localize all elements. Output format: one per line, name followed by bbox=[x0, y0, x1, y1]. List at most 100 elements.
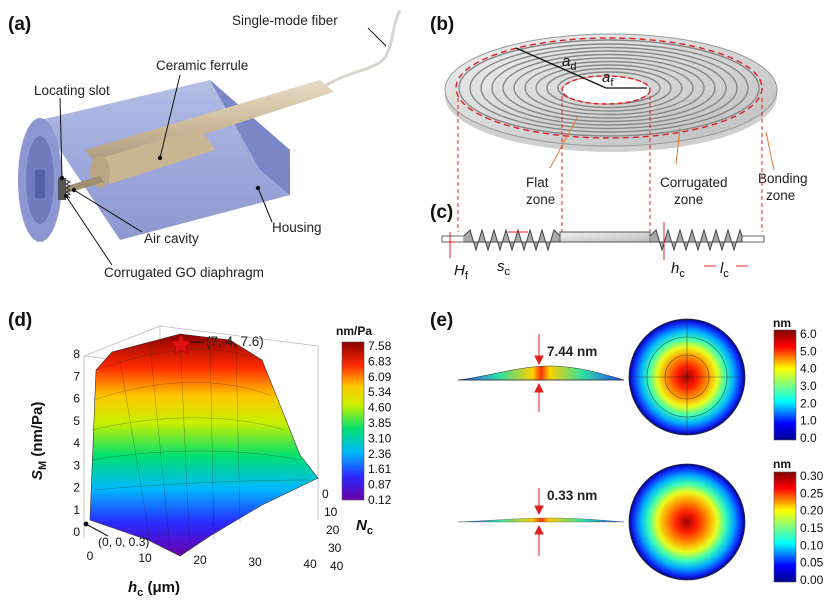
panel-d: (d) (7, 4, 7.6) bbox=[8, 310, 392, 599]
x-tick-label: 40 bbox=[303, 557, 317, 571]
surface bbox=[89, 333, 319, 557]
colorbar-bottom-unit: nm bbox=[773, 457, 791, 471]
z-tick-label: 3 bbox=[73, 458, 80, 472]
ad-label: ad bbox=[562, 53, 576, 73]
top-arrows bbox=[534, 334, 544, 412]
corrugation-right bbox=[649, 228, 743, 252]
colorbar-d bbox=[341, 341, 365, 501]
z-tick-label: 4 bbox=[73, 436, 80, 450]
bond-left bbox=[441, 235, 465, 243]
callout-housing: Housing bbox=[272, 220, 322, 235]
z-tick-label: 6 bbox=[73, 392, 80, 406]
colorbar-bottom-tick: 0.15 bbox=[800, 521, 824, 535]
Hf-label: Hf bbox=[454, 262, 469, 282]
colorbar-d-tick: 7.58 bbox=[368, 339, 392, 353]
bond-right bbox=[741, 235, 765, 243]
colorbar-unit: nm/Pa bbox=[336, 324, 372, 338]
hc-label: hc bbox=[671, 260, 685, 280]
callout-ferrule: Ceramic ferrule bbox=[156, 58, 248, 73]
colorbar-top-ticks: 6.0 5.0 4.0 3.0 2.0 1.0 0.0 bbox=[800, 327, 817, 445]
colorbar-d-tick: 3.85 bbox=[368, 416, 392, 430]
x-tick-label: 30 bbox=[248, 555, 262, 569]
zone-bond-2: zone bbox=[766, 188, 795, 203]
ad-radius-line bbox=[515, 47, 607, 89]
y-axis-label: Nc bbox=[356, 517, 373, 537]
colorbar-d-tick: 1.61 bbox=[368, 462, 392, 476]
bottom-arrows bbox=[534, 488, 544, 556]
z-axis-label: SM (nm/Pa) bbox=[29, 402, 49, 480]
colorbar-top-tick: 5.0 bbox=[800, 344, 817, 358]
deform-profile-top bbox=[457, 365, 625, 381]
colorbar-bottom-tick: 0.25 bbox=[800, 486, 824, 500]
zone-flat-2: zone bbox=[526, 192, 555, 207]
zone-corr-1: Corrugated bbox=[660, 175, 728, 190]
af-dashed-circle bbox=[561, 75, 651, 105]
z-tick-label: 0 bbox=[73, 525, 80, 539]
colorbar-bottom bbox=[773, 471, 797, 583]
panel-a-label: (a) bbox=[8, 14, 31, 35]
z-tick-label: 2 bbox=[73, 481, 80, 495]
panel-c-label: (c) bbox=[430, 202, 453, 223]
colorbar-top-tick: 0.0 bbox=[800, 431, 817, 445]
colorbar-bottom-tick: 0.10 bbox=[800, 538, 824, 552]
colorbar-d-tick: 0.12 bbox=[368, 493, 392, 507]
callout-cavity: Air cavity bbox=[144, 231, 199, 246]
colorbar-bottom-tick: 0.05 bbox=[800, 556, 824, 570]
zone-bond-1: Bonding bbox=[758, 171, 808, 186]
deform-profile-bottom bbox=[457, 517, 625, 523]
colorbar-top-tick: 4.0 bbox=[800, 362, 817, 376]
colorbar-d-tick: 3.10 bbox=[368, 431, 392, 445]
bottom-value: 0.33 nm bbox=[547, 488, 597, 503]
peak-annotation: (7, 4, 7.6) bbox=[206, 334, 264, 349]
panel-a: (a) bbox=[8, 9, 402, 280]
z-tick-label: 1 bbox=[73, 503, 80, 517]
colorbar-d-tick: 4.60 bbox=[368, 401, 392, 415]
peak-star bbox=[169, 333, 193, 355]
sc-label: sc bbox=[497, 258, 511, 278]
y-tick-label: 0 bbox=[322, 487, 329, 501]
colorbar-top-tick: 6.0 bbox=[800, 327, 817, 341]
fiber-shape bbox=[324, 9, 402, 88]
colorbar-bottom-tick: 0.20 bbox=[800, 504, 824, 518]
colorbar-top-tick: 3.0 bbox=[800, 379, 817, 393]
colorbar-d-tick: 6.83 bbox=[368, 354, 392, 368]
z-tick-label: 8 bbox=[73, 347, 80, 361]
diaphragm-shape bbox=[58, 178, 72, 200]
af-label: af bbox=[602, 69, 614, 89]
x-tick-label: 10 bbox=[138, 551, 152, 565]
corrugation-rings bbox=[458, 39, 760, 137]
colorbar-bottom-tick: 0.30 bbox=[800, 469, 824, 483]
corrugation-left bbox=[463, 228, 561, 252]
colorbar-bottom-ticks: 0.300.250.200.150.100.050.00 bbox=[800, 469, 824, 587]
y-tick-label: 40 bbox=[330, 559, 344, 573]
ad-dashed-circle bbox=[455, 37, 763, 139]
colorbar-d-tick: 2.36 bbox=[368, 447, 392, 461]
colorbar-top-tick: 2.0 bbox=[800, 396, 817, 410]
panel-c: (c) Hf sc hc lc bbox=[430, 202, 765, 282]
colorbar-top-tick: 1.0 bbox=[800, 414, 817, 428]
x-axis-label: hc (μm) bbox=[128, 579, 180, 599]
lc-label: lc bbox=[720, 260, 729, 280]
colorbar-top bbox=[773, 329, 797, 441]
callout-diaphragm: Corrugated GO diaphragm bbox=[104, 265, 264, 280]
zone-corr-2: zone bbox=[674, 192, 703, 207]
origin-annotation: (0, 0, 0.3) bbox=[98, 535, 149, 549]
panel-e: (e) 7.44 nm 0.33 nm bbox=[430, 310, 824, 587]
colorbar-d-tick: 6.09 bbox=[368, 370, 392, 384]
ferrule-shape bbox=[60, 80, 334, 194]
callout-fiber: Single-mode fiber bbox=[232, 13, 338, 28]
callout-slot: Locating slot bbox=[34, 83, 110, 98]
y-tick-label: 10 bbox=[324, 505, 338, 519]
y-tick-label: 30 bbox=[328, 541, 342, 555]
colorbar-d-tick: 5.34 bbox=[368, 385, 392, 399]
contour-disc-bottom bbox=[628, 463, 746, 581]
origin-leader bbox=[85, 523, 109, 537]
zone-flat-1: Flat bbox=[526, 175, 549, 190]
colorbar-d-tick: 0.87 bbox=[368, 478, 392, 492]
z-tick-label: 7 bbox=[73, 369, 80, 383]
panel-b-label: (b) bbox=[430, 14, 454, 35]
colorbar-d-ticks: 7.586.83 6.095.34 4.603.853.10 2.361.61 0.87… bbox=[368, 339, 392, 507]
